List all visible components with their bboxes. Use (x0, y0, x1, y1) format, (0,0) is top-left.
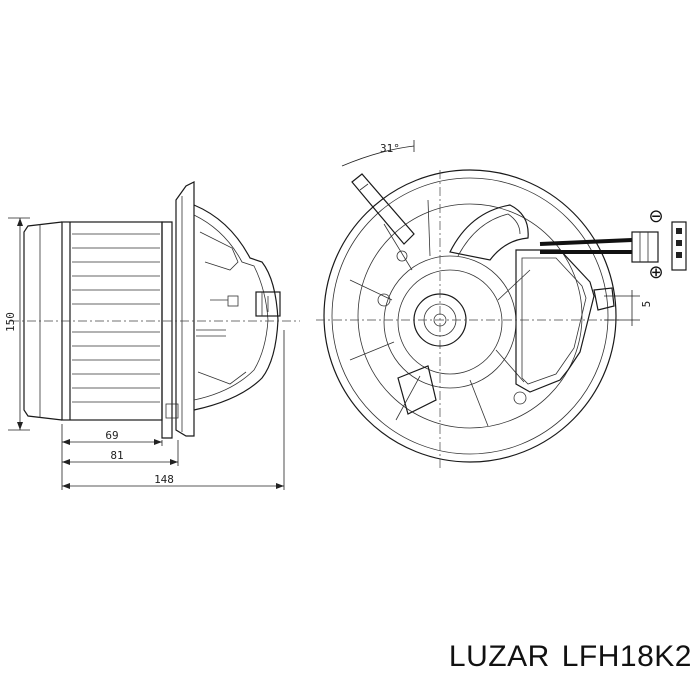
angled-tab (351, 173, 415, 245)
dim-69-label: 69 (105, 429, 118, 442)
side-connector (255, 291, 281, 317)
positive-terminal-icon: ⊕ (648, 262, 663, 283)
volute-duct (449, 204, 529, 261)
ribs (349, 199, 531, 427)
wiring-harness (539, 221, 687, 271)
part-number: LFH18K2 (561, 640, 692, 673)
front-dimensions: 31° 5 (341, 140, 653, 326)
dim-150-label: 150 (4, 312, 17, 332)
front-view: ⊖ ⊕ (316, 169, 687, 470)
dim-148-label: 148 (154, 473, 174, 486)
side-view (10, 181, 300, 439)
outer-housing (323, 169, 617, 463)
motor-housing (193, 204, 279, 411)
mounting-flange (161, 221, 173, 439)
wire-connector (631, 231, 659, 263)
dim-81-label: 81 (110, 449, 123, 462)
fan-blades (72, 233, 160, 403)
offset-label: 5 (640, 301, 653, 308)
bottom-vane (397, 365, 437, 415)
resistor-module (515, 249, 595, 393)
angle-label: 31° (380, 142, 400, 155)
brand-name: LUZAR (448, 640, 550, 673)
terminal-plug (671, 221, 687, 271)
side-dimensions: 150 69 81 148 (4, 217, 285, 490)
product-caption: LUZAR LFH18K2 (400, 640, 692, 674)
negative-terminal-icon: ⊖ (648, 206, 663, 227)
